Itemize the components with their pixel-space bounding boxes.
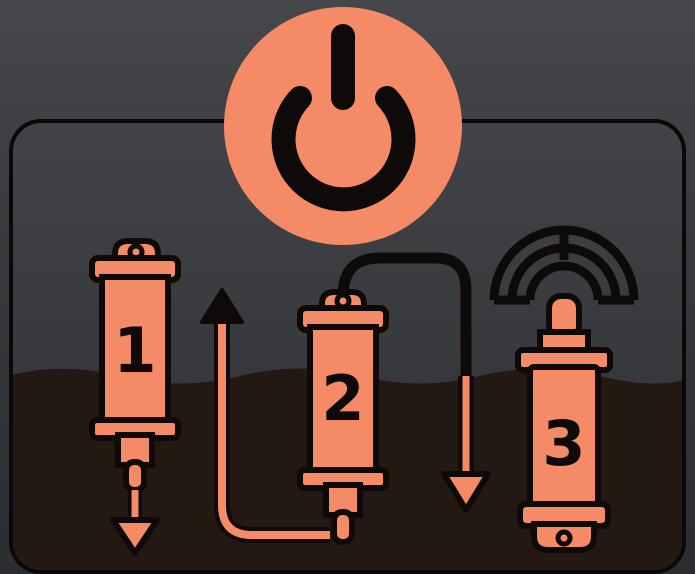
step-number-1: 1 <box>113 314 156 387</box>
step-number-3: 3 <box>542 407 585 480</box>
power-button <box>224 7 462 245</box>
step-number-2: 2 <box>321 362 364 435</box>
